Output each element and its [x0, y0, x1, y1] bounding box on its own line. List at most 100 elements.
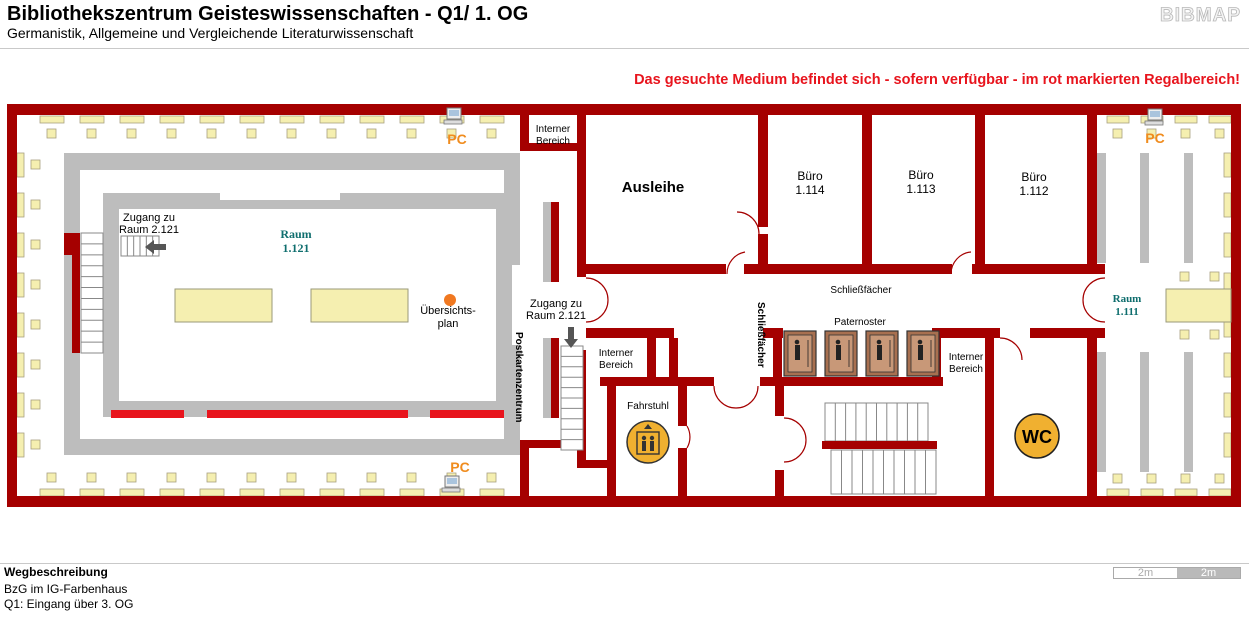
highlighted-shelves — [64, 202, 559, 418]
staircases — [80, 232, 937, 495]
paternoster-group — [783, 330, 940, 377]
label-buero-1112-2: 1.112 — [1019, 184, 1048, 198]
desk — [1208, 488, 1232, 497]
chair — [126, 472, 137, 483]
shelf — [1097, 352, 1106, 472]
label-zugang-right-2: Raum 2.121 — [526, 310, 586, 322]
desk — [16, 232, 25, 258]
desk — [16, 192, 25, 218]
chair — [406, 128, 417, 139]
desk — [16, 432, 25, 458]
header-divider — [0, 48, 1249, 49]
desk — [79, 115, 105, 124]
chair — [406, 472, 417, 483]
desk — [1140, 488, 1164, 497]
chair — [126, 128, 137, 139]
overview-plan-marker — [444, 294, 456, 306]
desk — [1174, 115, 1198, 124]
desk — [1223, 192, 1232, 218]
page-subtitle: Germanistik, Allgemeine und Vergleichend… — [7, 25, 414, 41]
label-buero-1114: Büro — [797, 169, 823, 183]
shelf — [1097, 153, 1106, 263]
desk — [16, 352, 25, 378]
chair — [286, 472, 297, 483]
chair — [166, 128, 177, 139]
shelf — [1184, 352, 1193, 472]
label-wc: WC — [1022, 427, 1052, 447]
label-interner-right-2: Bereich — [949, 364, 983, 375]
door-swings — [585, 211, 1106, 463]
route-line-entrance: Q1: Eingang über 3. OG — [4, 597, 134, 611]
desk — [239, 115, 265, 124]
chair — [30, 279, 41, 290]
label-raum-1111: Raum — [1113, 293, 1142, 305]
computer-keyboard — [1144, 120, 1164, 126]
desk — [399, 488, 425, 497]
desk — [39, 488, 65, 497]
elevator-icon — [626, 420, 670, 464]
paternoster-person-body — [918, 345, 923, 360]
desk — [1208, 115, 1232, 124]
chair — [206, 128, 217, 139]
inner-wall-openings — [170, 170, 436, 439]
chair — [486, 472, 497, 483]
paternoster-person-body — [836, 345, 841, 360]
chair — [166, 472, 177, 483]
label-raum-1121-2: 1.121 — [283, 241, 310, 255]
chair — [30, 319, 41, 330]
chair — [1179, 329, 1190, 340]
desk — [199, 115, 225, 124]
label-interner-top-2: Bereich — [536, 136, 570, 147]
outer-walls — [7, 104, 1241, 507]
label-postkarten: Postkartenzentrum — [513, 332, 524, 423]
computer-screen — [449, 110, 459, 116]
map-labels: Zugang zu Raum 2.121 Raum 1.121 Übersich… — [119, 124, 1165, 475]
desk — [479, 488, 505, 497]
wc-icon — [1014, 413, 1060, 459]
label-schliessfaecher-vertical: Schließfächer — [755, 302, 766, 368]
paternoster-person-head — [917, 339, 923, 345]
chair — [366, 472, 377, 483]
label-fahrstuhl: Fahrstuhl — [627, 401, 669, 412]
desk — [239, 488, 265, 497]
chair — [1112, 473, 1123, 484]
chair — [286, 128, 297, 139]
label-ausleihe: Ausleihe — [622, 179, 685, 196]
desk — [1106, 115, 1130, 124]
label-pc-top-right: PC — [1145, 130, 1164, 146]
desk — [159, 488, 185, 497]
label-buero-1112: Büro — [1021, 170, 1047, 184]
chair — [1214, 128, 1225, 139]
desk — [16, 312, 25, 338]
desk — [119, 115, 145, 124]
computer-screen — [1150, 111, 1160, 117]
desk — [1223, 152, 1232, 178]
chair — [366, 128, 377, 139]
desk — [1223, 432, 1232, 458]
desk — [1174, 488, 1198, 497]
bibmap-logo: BIBMAP — [1160, 5, 1241, 27]
chair — [30, 199, 41, 210]
shelf — [1184, 153, 1193, 263]
route-line-building: BzG im IG-Farbenhaus — [4, 582, 128, 596]
desk — [279, 488, 305, 497]
chair — [206, 472, 217, 483]
computer-icons — [441, 107, 1164, 493]
desk — [359, 488, 385, 497]
chair — [246, 128, 257, 139]
label-uebersicht: Übersichts- — [420, 305, 476, 317]
label-buero-1114-2: 1.114 — [795, 183, 824, 197]
chair — [1214, 473, 1225, 484]
chair — [86, 128, 97, 139]
desk — [79, 488, 105, 497]
chair — [30, 399, 41, 410]
shelf-group-right — [1097, 153, 1193, 472]
desk — [16, 272, 25, 298]
paternoster-person-head — [876, 339, 882, 345]
label-uebersicht-2: plan — [438, 318, 459, 330]
desk — [1223, 392, 1232, 418]
desk — [319, 488, 345, 497]
arrow-down-icon — [564, 327, 578, 348]
desk — [479, 115, 505, 124]
paternoster-person-body — [877, 345, 882, 360]
